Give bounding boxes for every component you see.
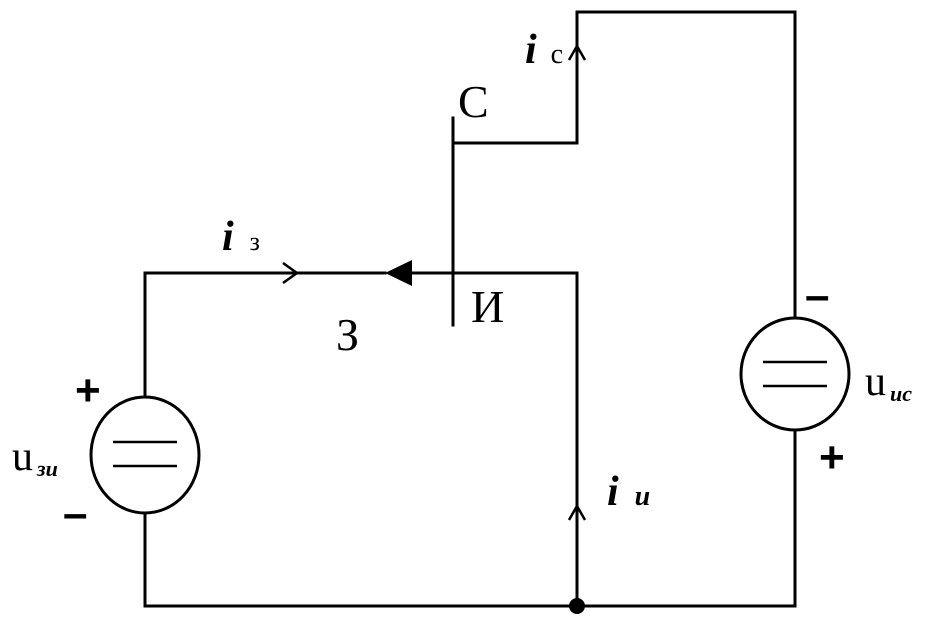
gate-current-symbol: i	[222, 214, 234, 260]
drain-source-plus-sign: +	[819, 433, 845, 482]
source-current-arrow	[567, 503, 587, 521]
drain-current-subscript: с	[551, 39, 563, 70]
gate-current-arrow	[282, 261, 300, 285]
gate-source-circle	[89, 395, 201, 515]
drain-source-minus-sign: –	[805, 271, 829, 320]
transistor	[385, 116, 455, 327]
drain-terminal-label: С	[458, 76, 489, 127]
drain-current-symbol: i	[525, 27, 537, 73]
drain-source-voltage-symbol: u	[865, 359, 886, 405]
gate-source-voltage-source	[89, 395, 201, 515]
drain-source-voltage-label: u ис	[865, 359, 912, 406]
source-wire	[451, 271, 579, 608]
drain-source-voltage-subscript: ис	[890, 381, 912, 406]
gate-current-label: i з	[222, 214, 260, 260]
gate-arrow-head	[385, 260, 412, 286]
drain-wire	[451, 10, 797, 320]
gate-wire	[143, 271, 387, 400]
source-current-label: i и	[607, 469, 650, 515]
gate-source-plus-sign: +	[75, 366, 101, 415]
gate-source-voltage-label: u зи	[12, 434, 58, 481]
gate-terminal-label: З	[336, 309, 359, 360]
junction-dot	[569, 598, 585, 614]
drain-current-label: i с	[525, 27, 563, 73]
drain-source-circle	[739, 316, 851, 432]
drain-current-arrow	[567, 43, 587, 61]
bottom-wire	[143, 428, 797, 608]
gate-source-voltage-symbol: u	[12, 434, 33, 480]
source-current-symbol: i	[607, 469, 619, 515]
gate-source-voltage-subscript: зи	[36, 456, 58, 481]
source-current-subscript: и	[635, 481, 651, 512]
gate-current-subscript: з	[250, 227, 260, 256]
source-terminal-label: И	[471, 281, 504, 332]
wires	[143, 10, 797, 608]
drain-source-voltage-source	[739, 316, 851, 432]
gate-source-minus-sign: –	[63, 489, 87, 538]
